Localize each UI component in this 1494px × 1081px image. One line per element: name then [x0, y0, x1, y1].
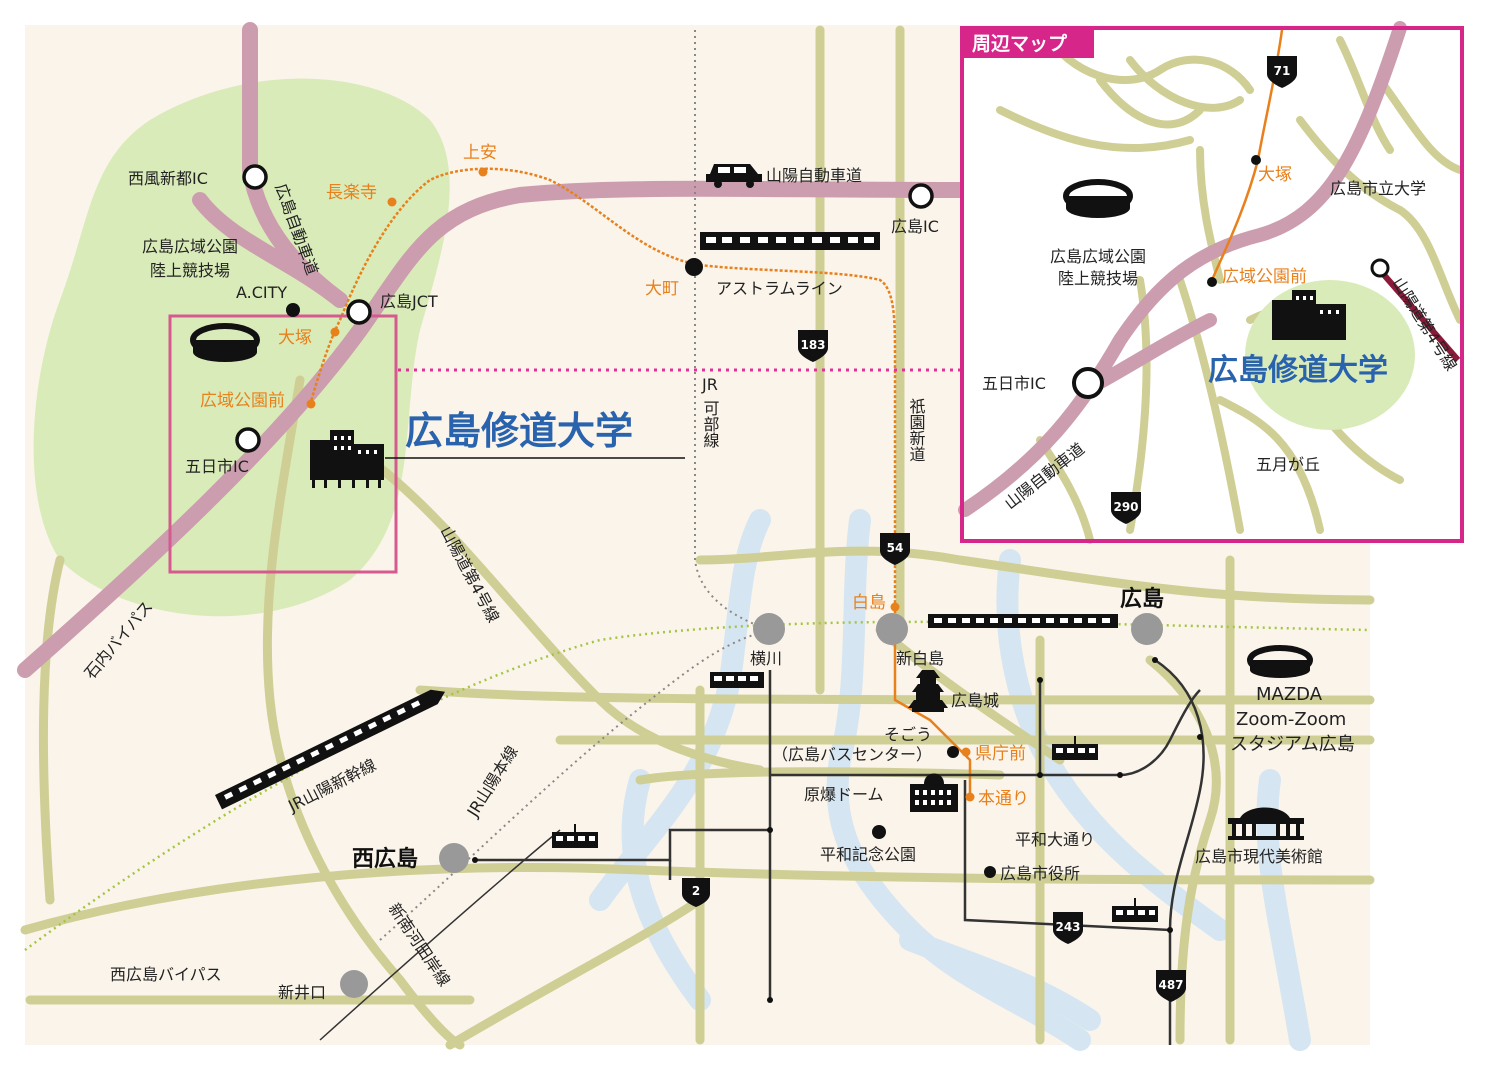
- tram-lines: [475, 658, 1205, 1045]
- inset-route-290: 290: [1113, 500, 1138, 514]
- jr-station-markers: [340, 613, 1163, 998]
- tram-icon-4: [1112, 898, 1158, 922]
- astram-train-icon: [700, 232, 880, 250]
- ic-hiroshima: 広島IC: [891, 217, 939, 236]
- stadium-label-2: 陸上競技場: [150, 261, 230, 280]
- inset-university: 広島修道大学: [1208, 353, 1388, 388]
- inset-map: [958, 21, 1464, 544]
- castle-icon: [908, 670, 948, 712]
- label-astram: アストラムライン: [716, 279, 843, 298]
- university-building-icon: [310, 430, 384, 488]
- tram-icon-3: [1052, 736, 1098, 760]
- label-jr-kabe-2: 可部線: [701, 400, 720, 448]
- rivers: [589, 509, 1311, 1051]
- tram-icon-2: [552, 824, 598, 848]
- label-hiroshima-castle: 広島城: [951, 691, 999, 710]
- label-mazda-2: Zoom-Zoom: [1236, 709, 1346, 730]
- inset-otsuka: 大塚: [1258, 165, 1292, 185]
- route-54: 54: [887, 541, 904, 555]
- ic-nishikazeshinto: 西風新都IC: [128, 169, 208, 188]
- label-mazda-1: MAZDA: [1256, 684, 1323, 705]
- jr-main-line-solid: [319, 829, 561, 1041]
- astram-station-dots: [306, 167, 975, 802]
- station-hakushima: 白島: [852, 593, 886, 613]
- route-487: 487: [1158, 978, 1183, 992]
- label-sogo-2: （広島バスセンター）: [772, 745, 932, 764]
- route-183: 183: [800, 338, 825, 352]
- jr-train-icon: [928, 614, 1118, 628]
- label-atomic-dome: 原爆ドーム: [804, 785, 884, 804]
- astram-line: [308, 167, 897, 620]
- stadium-icon: [190, 323, 260, 362]
- label-mazda-3: スタジアム広島: [1230, 734, 1355, 755]
- museum-icon: [1228, 807, 1304, 840]
- acity-dot: [286, 303, 300, 317]
- inset-border: [960, 26, 1464, 543]
- jr-station-nishi-hiroshima: 西広島: [352, 846, 418, 872]
- route-shields: [682, 330, 1186, 1002]
- label-museum: 広島市現代美術館: [1195, 847, 1323, 866]
- inset-route-71: 71: [1274, 64, 1291, 78]
- ic-itsukaichi: 五日市IC: [185, 457, 249, 476]
- inset-satsukigaoka: 五月が丘: [1256, 455, 1320, 474]
- inset-stadium-1: 広島広域公園: [1050, 247, 1146, 266]
- jr-station-yokogawa: 横川: [750, 649, 782, 668]
- atomic-dome-icon: [910, 773, 958, 812]
- station-kenchomae: 県庁前: [975, 744, 1026, 764]
- jct-hiroshima: 広島JCT: [380, 292, 438, 311]
- station-otsuka: 大塚: [278, 328, 312, 348]
- station-kamiyasu: 上安: [463, 143, 497, 163]
- area-highlight-box: [168, 314, 398, 574]
- label-sanyo-expressway: 山陽自動車道: [766, 166, 862, 185]
- omachi-station-dot: [685, 258, 703, 276]
- label-gion-shindo: 祇園新道: [907, 398, 926, 462]
- inset-title: 周辺マップ: [972, 32, 1068, 55]
- station-omachi: 大町: [645, 279, 679, 299]
- label-nishi-bypass: 西広島バイパス: [110, 965, 222, 984]
- inset-exp-4-line: [1375, 266, 1461, 362]
- label-peace-park: 平和記念公園: [820, 845, 916, 864]
- stadium-label-1: 広島広域公園: [142, 237, 238, 256]
- route-243: 243: [1055, 920, 1080, 934]
- station-hondori: 本通り: [978, 789, 1029, 809]
- label-jr-kabe-1: JR: [701, 375, 718, 394]
- jr-station-shinikokuchi: 新井口: [278, 983, 326, 1002]
- tram-icon-1: [710, 672, 764, 688]
- interchange-markers: [235, 164, 934, 453]
- station-koikikoenmae: 広域公園前: [200, 391, 285, 411]
- landmark-dots: [472, 657, 1203, 1003]
- inset-koikikoenmae: 広域公園前: [1222, 267, 1307, 287]
- label-acity: A.CITY: [236, 283, 287, 302]
- jr-station-shin-hakushima: 新白島: [896, 649, 944, 668]
- inset-city-university: 広島市立大学: [1330, 179, 1426, 198]
- inset-exp4-marker: [1370, 258, 1390, 278]
- inset-stadium-2: 陸上競技場: [1058, 269, 1138, 288]
- shinkansen-icon: [215, 689, 446, 810]
- jr-main-line-dotted: [379, 629, 771, 941]
- astram-extension: [893, 620, 972, 800]
- mazda-stadium-icon: [1247, 645, 1313, 678]
- route-2: 2: [692, 884, 700, 898]
- label-sogo-1: そごう: [884, 725, 932, 744]
- car-icon: [706, 164, 762, 188]
- inset-itsukaichi-ic-label: 五日市IC: [982, 374, 1046, 393]
- label-city-hall: 広島市役所: [1000, 864, 1080, 883]
- inset-title-tab: [962, 28, 1094, 58]
- inset-itsukaichi-ic: [1072, 367, 1104, 399]
- station-chorakuji: 長楽寺: [326, 183, 377, 203]
- university-title: 広島修道大学: [405, 409, 633, 453]
- label-heiwa-odori: 平和大通り: [1015, 830, 1095, 849]
- jr-station-hiroshima: 広島: [1120, 586, 1164, 612]
